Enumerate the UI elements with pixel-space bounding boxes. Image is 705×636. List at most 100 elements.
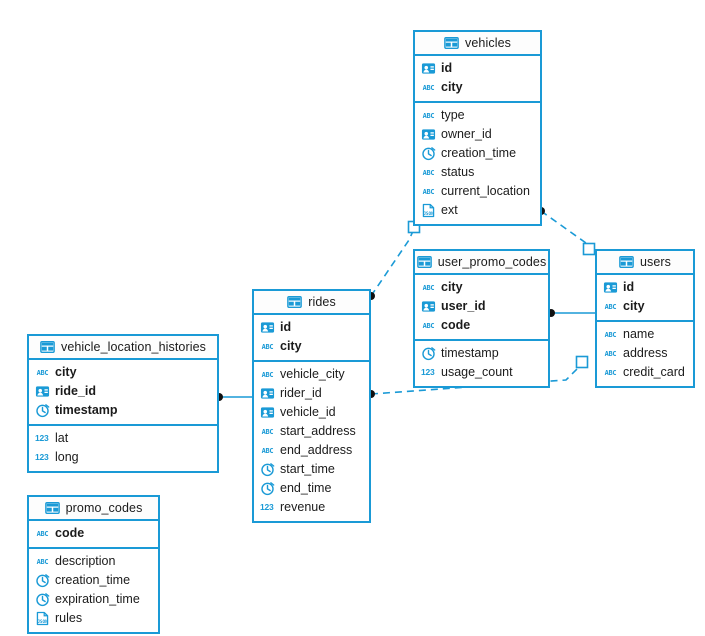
- clock-icon: [422, 147, 436, 161]
- field-row-timestamp[interactable]: timestamp: [29, 401, 217, 420]
- field-label: city: [441, 280, 463, 295]
- cardinality-square-marker: [575, 355, 589, 369]
- entity-header-promo_codes[interactable]: promo_codes: [29, 497, 158, 521]
- clock-icon: [36, 404, 50, 418]
- field-label: address: [623, 346, 668, 361]
- id-card-icon: [260, 322, 275, 333]
- field-row-vehicle_id[interactable]: vehicle_id: [254, 403, 369, 422]
- entity-header-users[interactable]: users: [597, 251, 693, 275]
- field-label: user_id: [441, 299, 486, 314]
- abc-icon: ABC: [423, 188, 435, 196]
- svg-text:ABC: ABC: [37, 530, 49, 538]
- field-label: status: [441, 165, 475, 180]
- field-label: long: [55, 450, 79, 465]
- svg-text:ABC: ABC: [423, 84, 435, 92]
- entity-header-vehicles[interactable]: vehicles: [415, 32, 540, 56]
- abc-icon: ABC: [262, 343, 274, 351]
- relationship-vehicles-to-users[interactable]: [537, 207, 596, 256]
- field-label: timestamp: [55, 403, 118, 418]
- entity-title: vehicle_location_histories: [60, 340, 207, 354]
- field-label: end_time: [280, 481, 332, 496]
- field-label: description: [55, 554, 116, 569]
- field-row-creation_time[interactable]: creation_time: [29, 571, 158, 590]
- field-row-end_time[interactable]: end_time: [254, 479, 369, 498]
- abc-icon: ABC: [423, 322, 435, 330]
- table-grid-icon: [44, 502, 60, 514]
- entity-header-rides[interactable]: rides: [254, 291, 369, 315]
- relationship-rides-to-vehicle_location_histories[interactable]: [215, 393, 252, 401]
- relationship-line: [370, 230, 414, 297]
- svg-text:ABC: ABC: [605, 331, 617, 339]
- abc-icon: ABC: [605, 369, 617, 377]
- clock-icon: [36, 574, 50, 588]
- field-label: lat: [55, 431, 69, 446]
- field-row-start_time[interactable]: start_time: [254, 460, 369, 479]
- entity-header-vehicle_location_histories[interactable]: vehicle_location_histories: [29, 336, 217, 360]
- abc-icon: ABC: [423, 284, 435, 292]
- field-row-city[interactable]: ABC city: [254, 337, 369, 356]
- entity-title: user_promo_codes: [437, 255, 547, 269]
- field-row-city[interactable]: ABC city: [415, 278, 548, 297]
- field-label: creation_time: [55, 573, 131, 588]
- svg-text:ABC: ABC: [423, 322, 435, 330]
- field-row-rider_id[interactable]: rider_id: [254, 384, 369, 403]
- field-row-ride_id[interactable]: ride_id: [29, 382, 217, 401]
- field-row-id[interactable]: id: [415, 59, 540, 78]
- svg-text:JSON: JSON: [423, 211, 434, 217]
- field-label: vehicle_id: [280, 405, 336, 420]
- field-label: owner_id: [441, 127, 492, 142]
- field-row-id[interactable]: id: [597, 278, 693, 297]
- relationship-user_promo_codes-to-users[interactable]: [547, 309, 595, 317]
- field-row-address[interactable]: ABC address: [597, 344, 693, 363]
- svg-text:ABC: ABC: [262, 428, 274, 436]
- field-row-timestamp[interactable]: timestamp: [415, 344, 548, 363]
- entity-header-user_promo_codes[interactable]: user_promo_codes: [415, 251, 548, 275]
- clock-icon: [422, 347, 436, 361]
- 123-icon: 123: [421, 367, 435, 378]
- table-grid-icon: [444, 37, 459, 49]
- field-row-creation_time[interactable]: creation_time: [415, 144, 540, 163]
- field-row-user_id[interactable]: user_id: [415, 297, 548, 316]
- field-row-expiration_time[interactable]: expiration_time: [29, 590, 158, 609]
- field-row-id[interactable]: id: [254, 318, 369, 337]
- field-label: start_time: [280, 462, 335, 477]
- abc-icon: ABC: [605, 331, 617, 339]
- svg-text:ABC: ABC: [605, 369, 617, 377]
- field-label: city: [280, 339, 302, 354]
- field-label: id: [280, 320, 292, 335]
- abc-icon: ABC: [605, 350, 617, 358]
- id-card-icon: [260, 407, 275, 418]
- field-label: id: [623, 280, 635, 295]
- relationship-vehicles-to-rides[interactable]: [367, 220, 421, 301]
- field-row-owner_id[interactable]: owner_id: [415, 125, 540, 144]
- field-label: rider_id: [280, 386, 322, 401]
